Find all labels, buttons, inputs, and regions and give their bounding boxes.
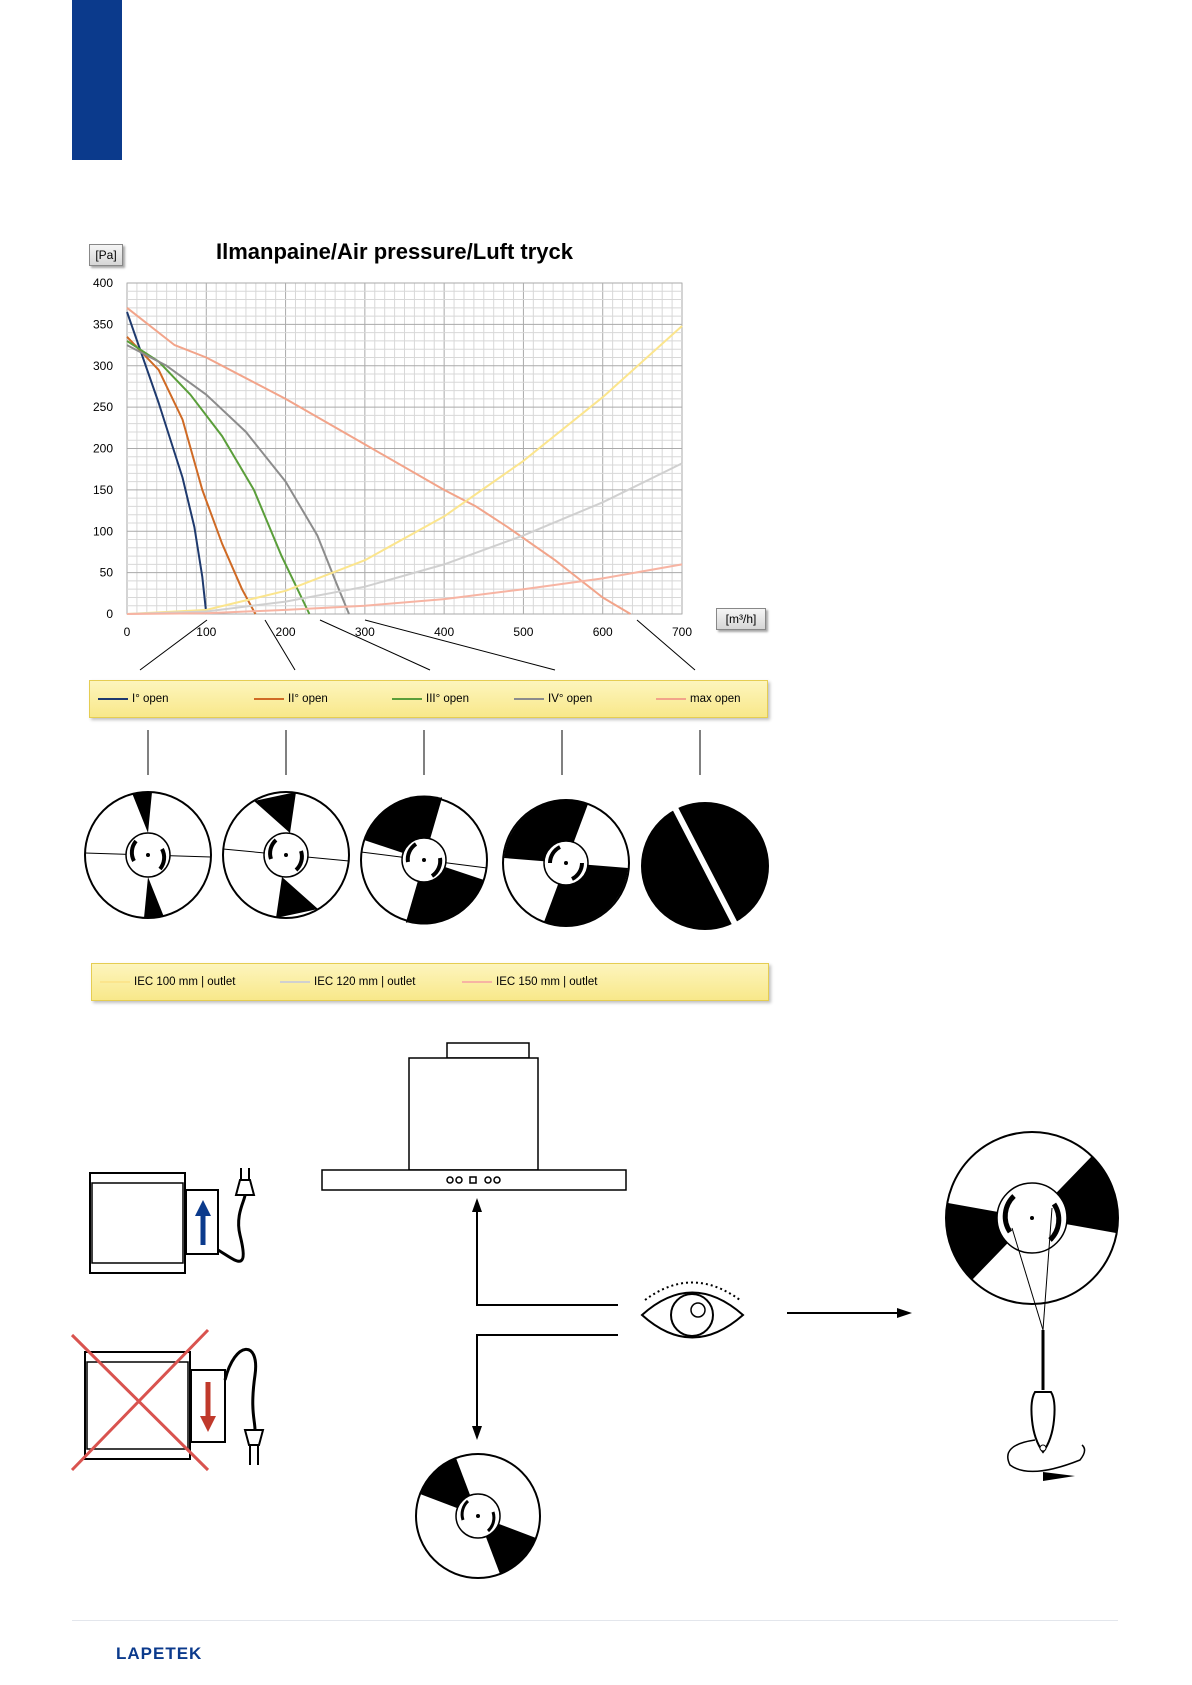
legend-item: IEC 150 mm | outlet: [462, 964, 597, 1000]
power-plug-icon: [225, 1349, 263, 1465]
damper-disc-icon: [642, 803, 768, 929]
legend-label: max open: [690, 693, 741, 705]
legend-label: III° open: [426, 693, 469, 705]
y-tick-label: 250: [93, 400, 113, 414]
legend-item: IV° open: [514, 681, 592, 717]
legend-label: II° open: [288, 693, 328, 705]
legend-swatch: [280, 981, 310, 983]
x-tick-label: 500: [513, 625, 533, 639]
footer-divider: [72, 1620, 1118, 1621]
legend-item: max open: [656, 681, 741, 717]
x-tick-label: 200: [276, 625, 296, 639]
damper-disc-icon: [223, 792, 349, 918]
legend-swatch: [514, 698, 544, 700]
damper-disc-icon: [416, 1454, 540, 1578]
legend-label: IEC 150 mm | outlet: [496, 976, 597, 988]
damper-disc-icon: [361, 795, 487, 924]
x-tick-label: 700: [672, 625, 692, 639]
y-tick-label: 200: [93, 442, 113, 456]
y-tick-label: 350: [93, 317, 113, 331]
outlet-legend: IEC 100 mm | outlet IEC 120 mm | outlet …: [91, 963, 769, 1001]
legend-item: III° open: [392, 681, 469, 717]
x-tick-label: 400: [434, 625, 454, 639]
legend-item: IEC 100 mm | outlet: [100, 964, 235, 1000]
x-tick-label: 600: [593, 625, 613, 639]
legend-swatch: [98, 698, 128, 700]
y-tick-label: 100: [93, 524, 113, 538]
eye-icon: [642, 1283, 743, 1338]
damper-position-legend: I° open II° open III° open IV° open max …: [89, 680, 768, 718]
y-tick-label: 400: [93, 276, 113, 290]
legend-item: II° open: [254, 681, 328, 717]
y-tick-label: 150: [93, 483, 113, 497]
legend-label: IV° open: [548, 693, 592, 705]
chart-title: Ilmanpaine/Air pressure/Luft tryck: [216, 239, 574, 264]
screwdriver-icon: [1031, 1330, 1054, 1452]
legend-item: I° open: [98, 681, 169, 717]
fan-unit-icon: [90, 1173, 218, 1273]
damper-disc-icon: [85, 792, 211, 918]
x-tick-label: 100: [196, 625, 216, 639]
y-tick-label: 50: [100, 566, 114, 580]
y-tick-label: 300: [93, 359, 113, 373]
legend-label: IEC 120 mm | outlet: [314, 976, 415, 988]
damper-disc-icon: [946, 1132, 1118, 1330]
legend-swatch: [462, 981, 492, 983]
legend-label: IEC 100 mm | outlet: [134, 976, 235, 988]
y-tick-label: 0: [106, 607, 113, 621]
legend-swatch: [392, 698, 422, 700]
brand-logo: LAPETEK: [116, 1644, 202, 1664]
legend-item: IEC 120 mm | outlet: [280, 964, 415, 1000]
legend-label: I° open: [132, 693, 169, 705]
legend-swatch: [254, 698, 284, 700]
chart-grid: [127, 283, 682, 614]
y-axis-unit-label: [Pa]: [89, 244, 123, 266]
x-axis-unit-label: [m³/h]: [716, 608, 766, 630]
power-plug-icon: [218, 1168, 254, 1261]
x-tick-label: 0: [124, 625, 131, 639]
legend-swatch: [100, 981, 130, 983]
damper-disc-icon: [503, 800, 629, 926]
legend-swatch: [656, 698, 686, 700]
cooker-hood-icon: [322, 1043, 626, 1190]
